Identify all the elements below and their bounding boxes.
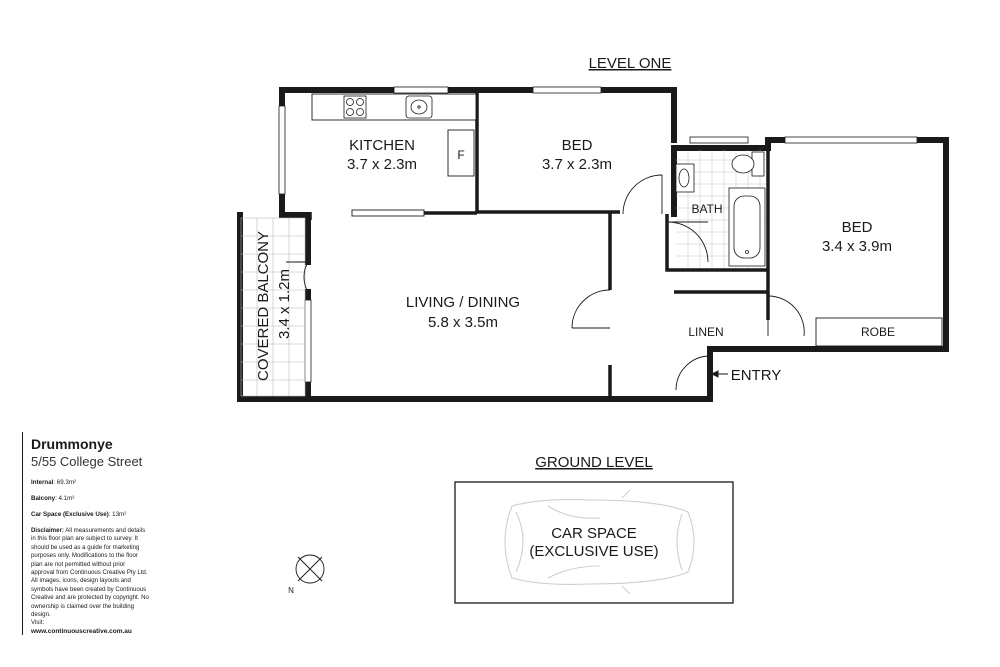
balcony-size: 3.4 x 1.2m [276,269,293,339]
balcony-area-label: Balcony [31,495,56,502]
bed2-label: BED [842,219,873,236]
property-info-panel: Drummonye 5/55 College Street Internal: … [22,432,149,635]
bed2-size: 3.4 x 3.9m [822,238,892,255]
disclaimer: Disclaimer: All measurements and details… [31,527,149,619]
level-one-title: LEVEL ONE [589,55,672,72]
disclaimer-label: Disclaimer: [31,527,64,534]
entry-arrow-icon [710,370,728,378]
car-space-area-value: : 13m² [108,511,127,518]
bathtub-icon [728,187,766,267]
living-size: 5.8 x 3.5m [428,314,498,331]
interior-walls [308,93,770,396]
car-space-area-label: Car Space (Exclusive Use) [31,511,109,518]
disclaimer-text: All measurements and details in this flo… [31,527,149,619]
kitchen-fixtures [311,93,477,217]
robe-label: ROBE [861,325,895,339]
fridge-label: F [457,148,464,162]
internal-area: Internal: 69.3m² [31,479,149,486]
car-space-area: Car Space (Exclusive Use): 13m² [31,511,149,518]
website-link[interactable]: www.continuouscreative.com.au [31,627,132,635]
balcony-tiles [240,217,306,397]
balcony-area-value: : 4.1m² [55,495,75,502]
compass-icon [295,554,325,584]
bath-tiles [676,150,766,268]
suburb-name: Drummonye [31,436,113,452]
car-icon [504,489,695,595]
windows [278,86,918,383]
balcony-area: Balcony: 4.1m² [31,495,149,502]
visit-label: Visit: [31,619,45,627]
kitchen-label: KITCHEN [349,137,415,154]
compass-north-label: N [288,586,294,595]
sink-icon [405,95,433,119]
linen-label: LINEN [688,325,723,339]
living-label: LIVING / DINING [406,294,520,311]
door-swings [286,174,805,391]
cooktop-icon [343,95,367,119]
vanity-icon [675,163,695,193]
balcony-label: COVERED BALCONY [255,231,272,381]
bath-label: BATH [691,202,722,216]
car-space-outline [454,481,734,604]
toilet-icon [731,151,765,177]
street-address: 5/55 College Street [31,454,143,469]
robe-cupboard [815,317,943,347]
internal-area-label: Internal [31,479,54,486]
car-space-sublabel: (EXCLUSIVE USE) [529,543,658,560]
bed1-label: BED [562,137,593,154]
bed1-size: 3.7 x 2.3m [542,156,612,173]
car-space-label: CAR SPACE [551,525,637,542]
entry-label: ENTRY [731,367,782,384]
ground-level-title: GROUND LEVEL [535,454,653,471]
internal-area-value: : 69.3m² [53,479,77,486]
kitchen-size: 3.7 x 2.3m [347,156,417,173]
